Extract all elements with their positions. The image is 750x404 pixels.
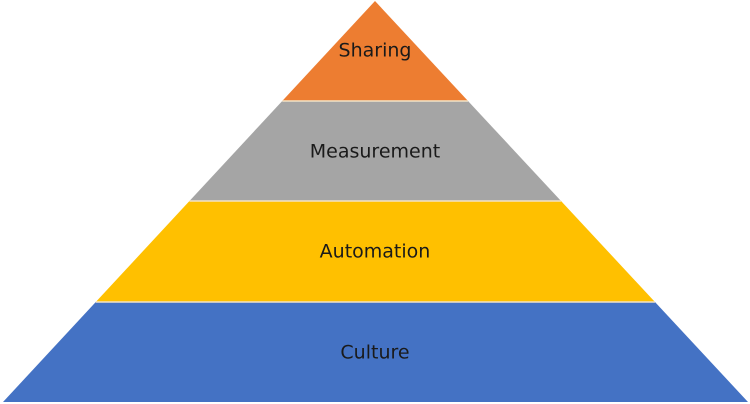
layer-label-sharing: Sharing — [339, 40, 412, 62]
pyramid-layer-automation — [95, 201, 655, 302]
layer-label-measurement: Measurement — [310, 141, 440, 163]
pyramid-layer-sharing — [282, 1, 469, 101]
layer-label-culture: Culture — [340, 342, 409, 364]
layer-label-automation: Automation — [320, 241, 431, 263]
pyramid-layer-culture — [3, 302, 748, 402]
pyramid-layer-measurement — [189, 101, 562, 201]
